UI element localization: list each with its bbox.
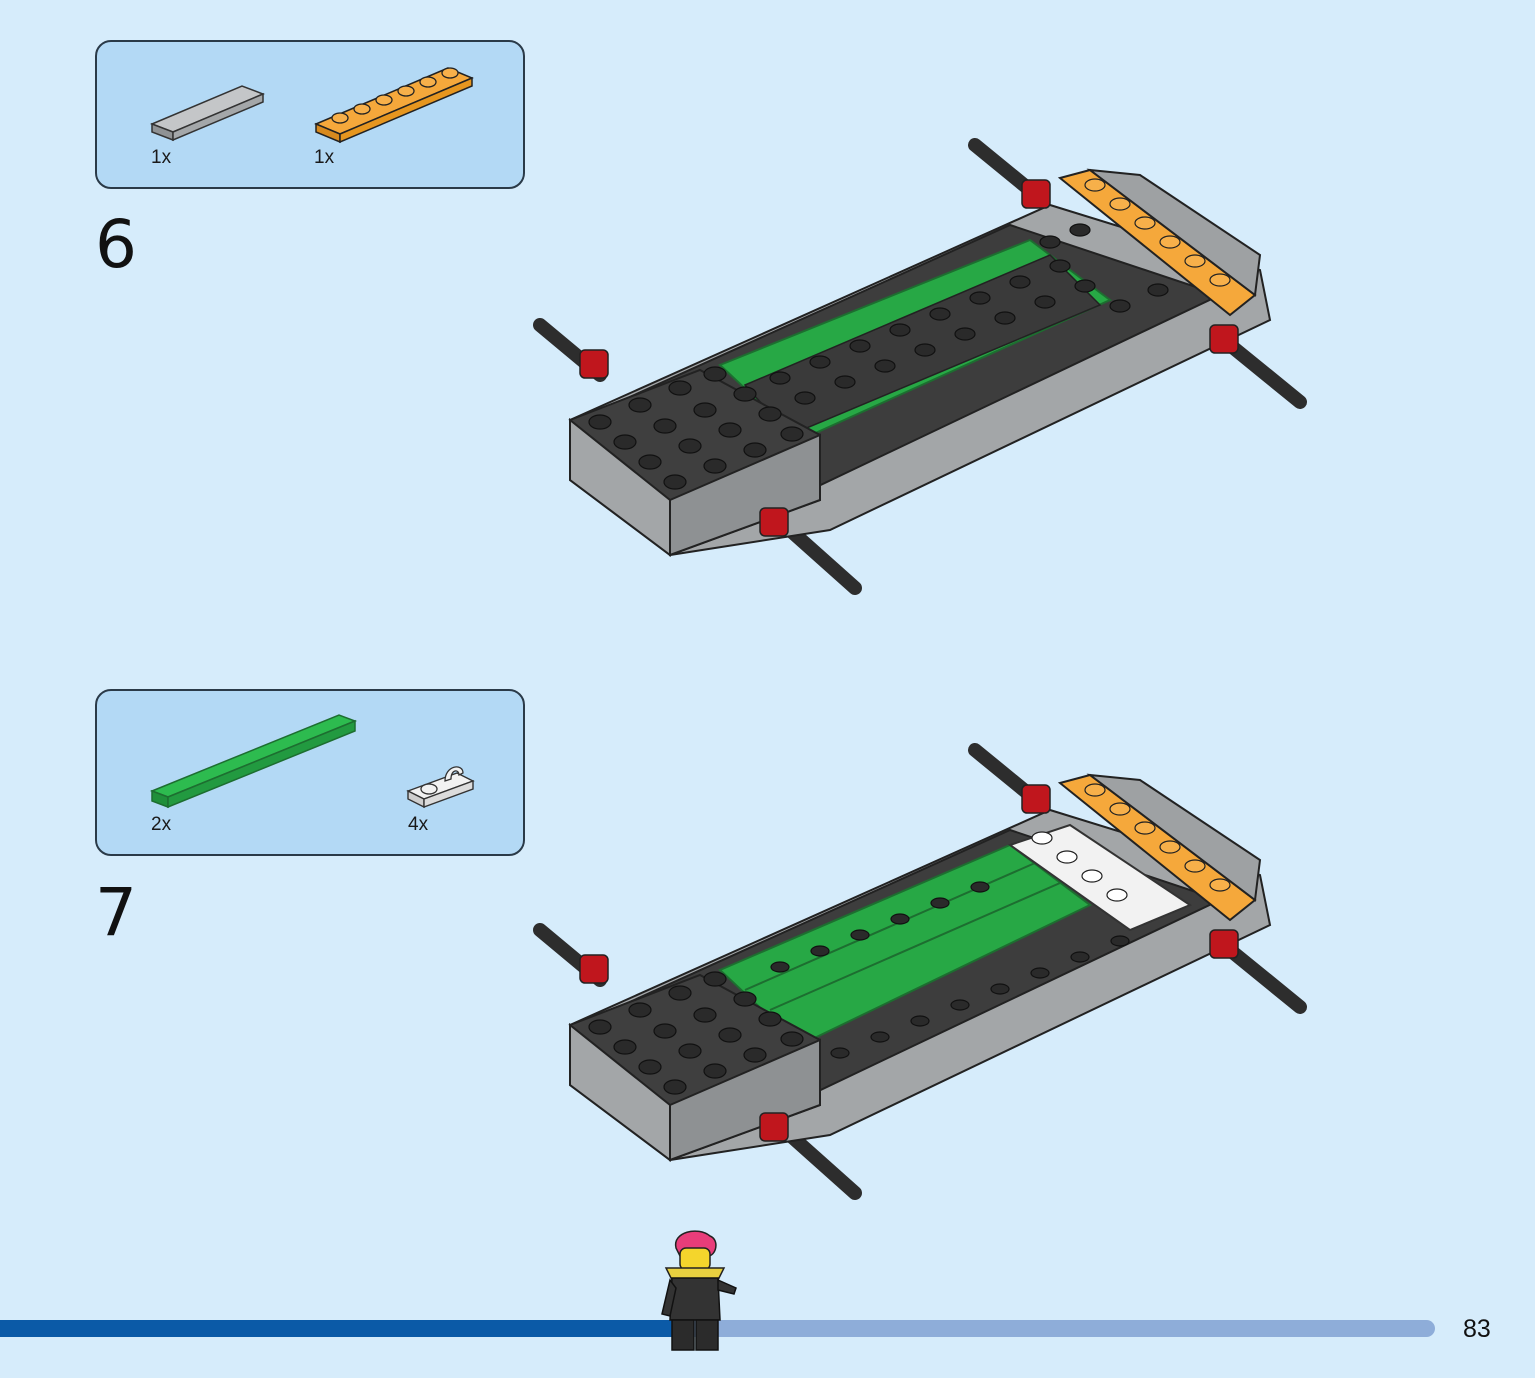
green-tile-part-icon xyxy=(149,714,358,809)
white-clip-plate-part-icon xyxy=(406,766,475,809)
part-quantity: 1x xyxy=(314,147,335,168)
step-number: 7 xyxy=(95,874,137,951)
page-number: 83 xyxy=(1463,1315,1491,1343)
orange-plate-part-icon xyxy=(314,67,474,144)
parts-callout-step-6: 1x 1x xyxy=(95,40,525,189)
parts-callout-step-7: 2x 4x xyxy=(95,689,525,856)
progress-bar-fill xyxy=(0,1320,674,1337)
part-quantity: 4x xyxy=(408,814,429,835)
part-quantity: 2x xyxy=(151,814,172,835)
step-7-assembly-illustration xyxy=(533,743,1307,1200)
gray-tile-part-icon xyxy=(149,85,266,142)
step-6-assembly-illustration xyxy=(533,138,1307,595)
minifigure-icon xyxy=(661,1230,737,1351)
part-quantity: 1x xyxy=(151,147,172,168)
step-number: 6 xyxy=(95,206,137,283)
